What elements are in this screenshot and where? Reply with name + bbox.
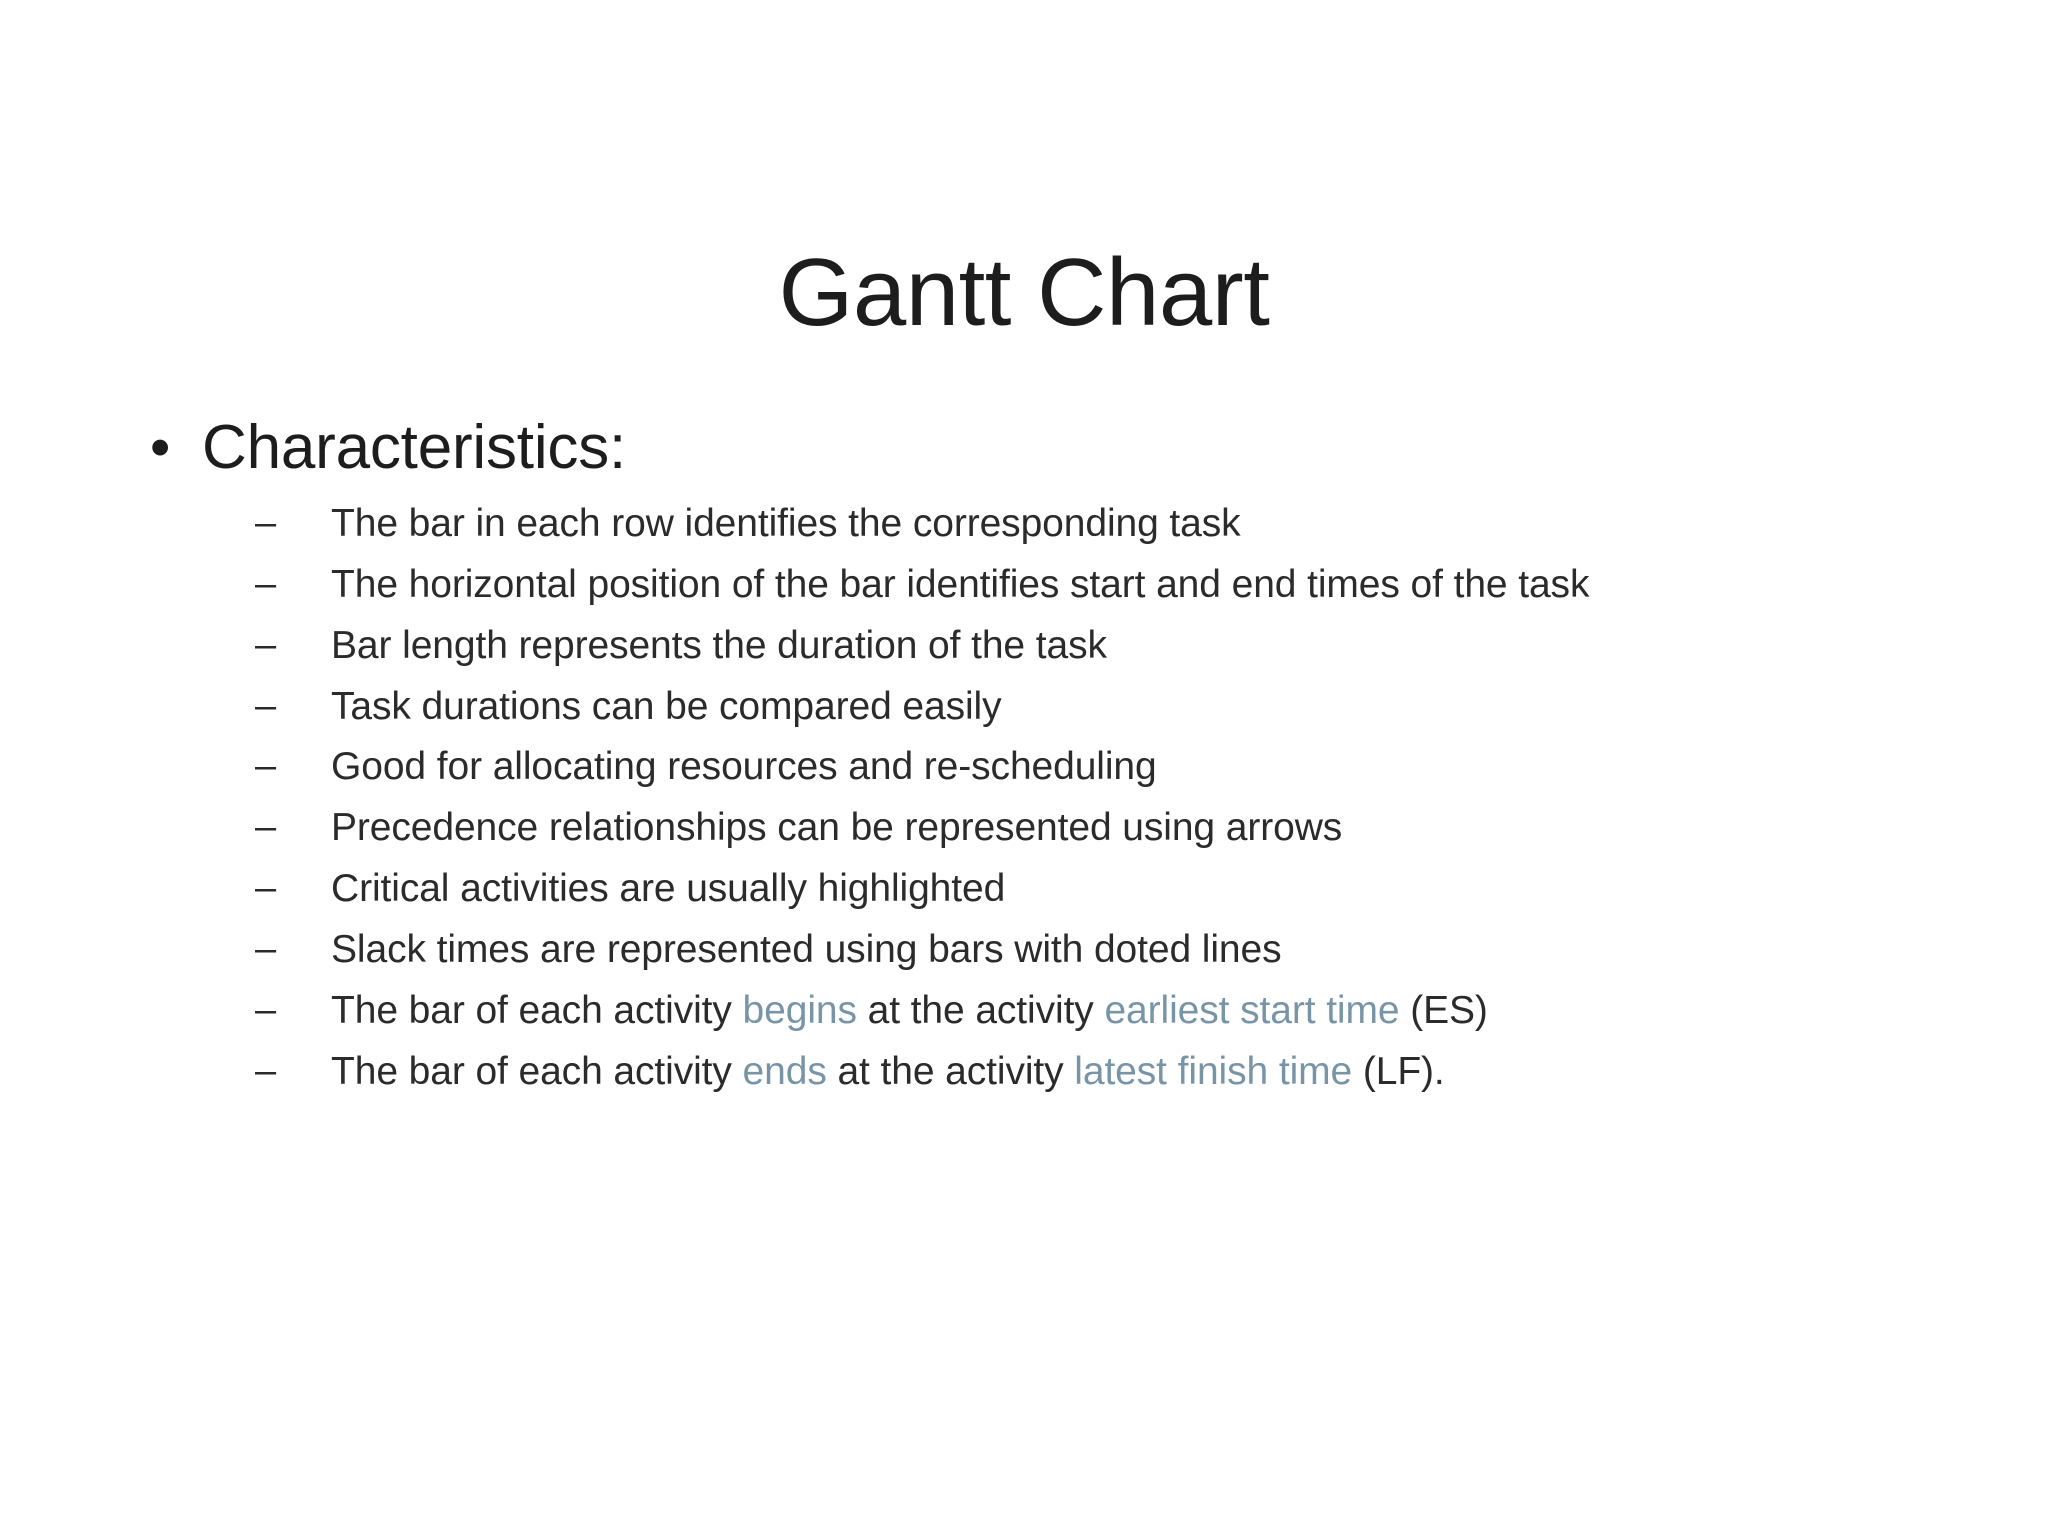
list-item: – Task durations can be compared easily bbox=[150, 681, 1910, 733]
list-item: – The bar in each row identifies the corr… bbox=[150, 498, 1910, 550]
dash-bullet-icon: – bbox=[255, 745, 277, 788]
dash-bullet-icon: – bbox=[255, 927, 277, 970]
dash-bullet-icon: – bbox=[255, 501, 277, 544]
list-item-text-bar-ends-lf: The bar of each activity ends at the act… bbox=[331, 1046, 1836, 1098]
list-item-text-bar-identifies-task: The bar in each row identifies the corre… bbox=[331, 498, 1836, 550]
highlighted-term: begins bbox=[742, 988, 857, 1032]
list-item-text-durations-compared: Task durations can be compared easily bbox=[331, 681, 1836, 733]
highlighted-term: ends bbox=[742, 1049, 827, 1093]
dash-bullet-icon: – bbox=[255, 806, 277, 849]
dash-bullet-icon: – bbox=[255, 562, 277, 605]
dash-bullet-icon: – bbox=[255, 867, 277, 910]
highlighted-term: latest finish time bbox=[1074, 1049, 1353, 1093]
dash-bullet-icon: – bbox=[255, 623, 277, 666]
slide-body: • Characteristics: – The bar in each row … bbox=[150, 413, 1910, 1107]
text-run: Good for allocating resources and re-sch… bbox=[331, 745, 1157, 789]
list-item: – Precedence relationships can be represe… bbox=[150, 802, 1910, 854]
text-run: at the activity bbox=[826, 1049, 1075, 1093]
text-run: Critical activities are usually highligh… bbox=[331, 867, 1006, 911]
text-run: (LF). bbox=[1352, 1049, 1445, 1093]
highlighted-term: earliest start time bbox=[1104, 988, 1400, 1032]
text-run: at the activity bbox=[856, 988, 1105, 1032]
bullet-label-characteristics: Characteristics: bbox=[202, 413, 627, 482]
text-run: The bar of each activity bbox=[331, 988, 743, 1032]
bullet-dot-icon: • bbox=[150, 415, 171, 480]
list-item: – The horizontal position of the bar iden… bbox=[150, 559, 1910, 611]
text-run: Precedence relationships can be represen… bbox=[331, 806, 1343, 850]
dash-bullet-icon: – bbox=[255, 684, 277, 727]
page-title: Gantt Chart bbox=[778, 239, 1270, 347]
text-run: The bar in each row identifies the corre… bbox=[331, 501, 1241, 545]
characteristics-list: – The bar in each row identifies the corr… bbox=[150, 498, 1910, 1098]
list-item: – Bar length represents the duration of t… bbox=[150, 620, 1910, 672]
list-item-text-precedence-arrows: Precedence relationships can be represen… bbox=[331, 802, 1836, 854]
list-item: – Slack times are represented using bars … bbox=[150, 924, 1910, 976]
list-item: – The bar of each activity begins at the … bbox=[150, 985, 1910, 1037]
text-run: (ES) bbox=[1399, 988, 1488, 1032]
list-item-text-allocating-resources: Good for allocating resources and re-sch… bbox=[331, 741, 1836, 793]
list-item-text-bar-length-duration: Bar length represents the duration of th… bbox=[331, 620, 1836, 672]
text-run: Task durations can be compared easily bbox=[331, 684, 1002, 728]
text-run: Bar length represents the duration of th… bbox=[331, 623, 1107, 667]
list-item: – The bar of each activity ends at the ac… bbox=[150, 1046, 1910, 1098]
list-item: – Critical activities are usually highlig… bbox=[150, 863, 1910, 915]
text-run: Slack times are represented using bars w… bbox=[331, 927, 1282, 971]
dash-bullet-icon: – bbox=[255, 1049, 277, 1092]
list-item-text-critical-activities: Critical activities are usually highligh… bbox=[331, 863, 1836, 915]
bullet-item-characteristics: • Characteristics: bbox=[150, 413, 1910, 482]
list-item-text-slack-times: Slack times are represented using bars w… bbox=[331, 924, 1836, 976]
list-item-text-bar-begins-es: The bar of each activity begins at the a… bbox=[331, 985, 1836, 1037]
list-item-text-horizontal-position: The horizontal position of the bar ident… bbox=[331, 559, 1836, 611]
text-run: The bar of each activity bbox=[331, 1049, 743, 1093]
text-run: The horizontal position of the bar ident… bbox=[331, 562, 1590, 606]
dash-bullet-icon: – bbox=[255, 988, 277, 1031]
list-item: – Good for allocating resources and re-sc… bbox=[150, 741, 1910, 793]
